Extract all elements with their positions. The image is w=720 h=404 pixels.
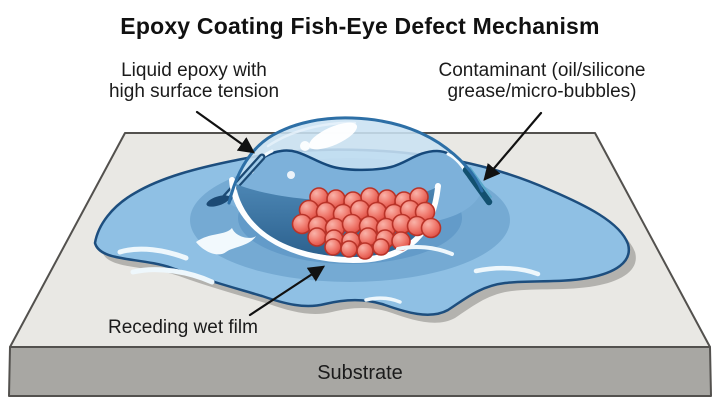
particle-sphere <box>324 238 342 256</box>
label-contaminant-line2: grease/micro-bubbles) <box>447 81 637 102</box>
substrate-front-face <box>8 346 712 397</box>
contaminant-sliver-light <box>469 167 492 198</box>
dome-glass <box>229 117 482 203</box>
particle-sphere <box>340 240 358 258</box>
puddle-highlights <box>117 228 541 304</box>
left-pinch-pool <box>206 195 230 207</box>
arrow-down-left-icon <box>483 111 543 181</box>
label-contaminant: Contaminant (oil/silicone grease/micro-b… <box>418 60 666 102</box>
puddle-splash-highlight <box>196 228 256 255</box>
label-contaminant-line1: Contaminant (oil/silicone <box>438 60 646 81</box>
diagram-title: Epoxy Coating Fish-Eye Defect Mechanism <box>120 13 600 39</box>
particle-sphere <box>356 242 374 260</box>
wave-crest-line <box>227 149 484 205</box>
dome-highlight <box>308 122 358 150</box>
arrow-down-right-icon <box>195 110 256 154</box>
contaminant-particles <box>291 187 442 260</box>
label-liquid-epoxy: Liquid epoxy with high surface tension <box>88 60 300 102</box>
label-receding-wet-film: Receding wet film <box>108 317 258 338</box>
particle-sphere <box>420 217 442 239</box>
dome-bubble-dot-1 <box>300 141 310 151</box>
contaminant-dome <box>229 117 482 203</box>
particle-sphere <box>372 238 390 256</box>
callout-arrows <box>195 110 543 317</box>
arrow-up-right-icon <box>248 265 326 317</box>
particle-sphere <box>341 213 363 235</box>
crater-bowl <box>229 177 442 264</box>
contaminant-sliver <box>462 166 493 206</box>
particle-sphere <box>307 227 327 247</box>
label-liquid-epoxy-line1: Liquid epoxy with <box>121 60 267 81</box>
dome-bubble-dot-2 <box>287 171 295 179</box>
label-substrate: Substrate <box>317 362 403 384</box>
label-liquid-epoxy-line2: high surface tension <box>108 81 280 102</box>
